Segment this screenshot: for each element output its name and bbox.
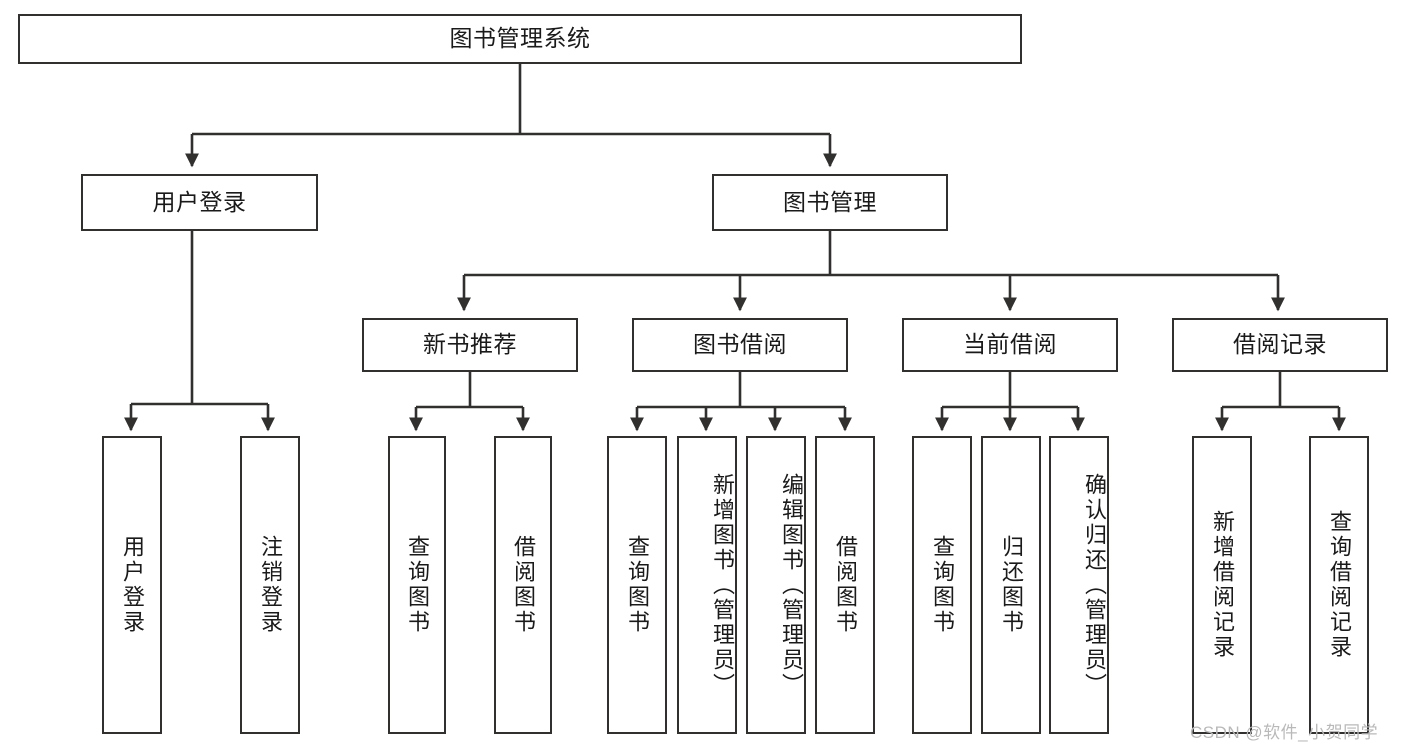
leaf-book-borrow-borrow[interactable]: 借阅图书 xyxy=(815,436,875,734)
node-user-login[interactable]: 用户登录 xyxy=(81,174,318,231)
leaf-book-borrow-edit-admin[interactable]: 编辑图书（管理员） xyxy=(746,436,806,734)
node-root-system[interactable]: 图书管理系统 xyxy=(18,14,1022,64)
leaf-new-book-borrow[interactable]: 借阅图书 xyxy=(494,436,552,734)
leaf-current-borrow-confirm-admin[interactable]: 确认归还（管理员） xyxy=(1049,436,1109,734)
node-book-borrow[interactable]: 图书借阅 xyxy=(632,318,848,372)
leaf-user-login-login[interactable]: 用户登录 xyxy=(102,436,162,734)
node-book-management[interactable]: 图书管理 xyxy=(712,174,948,231)
node-current-borrow[interactable]: 当前借阅 xyxy=(902,318,1118,372)
leaf-book-borrow-add-admin[interactable]: 新增图书（管理员） xyxy=(677,436,737,734)
leaf-current-borrow-return[interactable]: 归还图书 xyxy=(981,436,1041,734)
leaf-user-login-logout[interactable]: 注销登录 xyxy=(240,436,300,734)
node-new-book-recommend[interactable]: 新书推荐 xyxy=(362,318,578,372)
leaf-borrow-record-query[interactable]: 查询借阅记录 xyxy=(1309,436,1369,734)
leaf-new-book-query[interactable]: 查询图书 xyxy=(388,436,446,734)
csdn-watermark: CSDN @软件_小贺同学 xyxy=(1190,723,1379,742)
node-borrow-record[interactable]: 借阅记录 xyxy=(1172,318,1388,372)
leaf-borrow-record-add[interactable]: 新增借阅记录 xyxy=(1192,436,1252,734)
leaf-book-borrow-query[interactable]: 查询图书 xyxy=(607,436,667,734)
leaf-current-borrow-query[interactable]: 查询图书 xyxy=(912,436,972,734)
